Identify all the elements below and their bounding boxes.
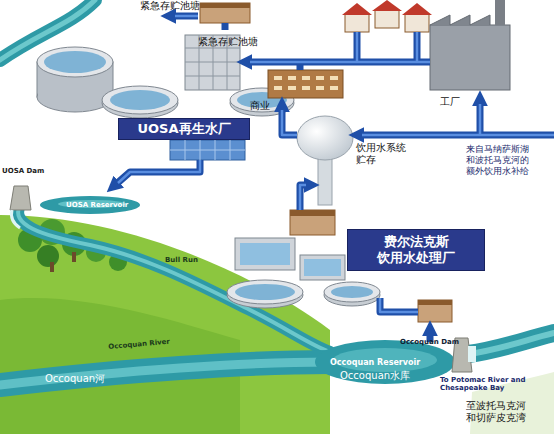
pipes-part-part [477, 100, 484, 135]
pipes-part [118, 16, 554, 312]
reservoirs-part [40, 196, 140, 214]
map-label: UOSA Dam [2, 167, 44, 175]
buildings-part [342, 3, 372, 15]
fairfax-plant-part [300, 255, 345, 280]
pipes-part-part [300, 185, 310, 210]
trees-part [37, 245, 59, 267]
buildings-part [345, 14, 369, 32]
trees-part [72, 252, 76, 262]
buildings-part [495, 0, 505, 25]
buildings-part [290, 210, 335, 216]
fairfax-plant-part [235, 238, 295, 270]
pipes-part-part [282, 110, 297, 135]
buildings-part [402, 3, 432, 15]
fairfax-plant-part [227, 280, 303, 304]
dams [10, 186, 476, 372]
map-label: 至波托马克河 和切萨皮克湾 [466, 400, 536, 424]
buildings-part [200, 3, 250, 23]
fairfax-plant-part [240, 243, 290, 265]
pipes-part-part [356, 32, 359, 62]
fairfax-plant-part [235, 284, 295, 300]
rivers-part [468, 333, 554, 354]
dams-part [11, 210, 20, 228]
pipes-part-part [300, 185, 306, 210]
map-label: Occoquan河 [45, 373, 105, 385]
water-tower [297, 116, 353, 205]
buildings-part [405, 14, 429, 32]
map-label: Occoquan Dam [400, 338, 459, 346]
map-label: Occoquan Reservoir [330, 358, 420, 368]
pipes-part [114, 16, 554, 342]
pipes [114, 16, 554, 342]
pipes-part-part [362, 134, 554, 137]
buildings [200, 0, 510, 322]
buildings-part [200, 3, 250, 8]
pipes-part-part [416, 32, 419, 62]
uosa-plant-part [37, 47, 113, 77]
pipes-part-part [175, 15, 198, 18]
water-tower-part [297, 116, 353, 160]
map-label: To Potomac River and Chesapeake Bay [440, 376, 532, 393]
fairfax-plant-part [324, 282, 380, 302]
buildings-part [375, 10, 399, 28]
rivers-part [0, 362, 330, 385]
buildings-part [372, 0, 402, 11]
pipes-part-part [246, 59, 430, 66]
map-label: UOSA Reservoir [66, 201, 128, 209]
uosa-plant-part [170, 140, 245, 160]
pipes-part-part [250, 61, 430, 64]
rivers-part [18, 205, 330, 352]
rivers-part [18, 205, 330, 352]
box-title: 费尔法克斯 饮用水处理厂 [352, 234, 480, 267]
map-label: 饮用水系统 贮存 [356, 142, 410, 166]
pipes-part-part [479, 104, 482, 135]
buildings-part [430, 25, 510, 90]
buildings-part [418, 300, 452, 322]
fairfax-plant-part [304, 259, 341, 276]
rivers-part [0, 362, 330, 385]
fairfax-plant-part [331, 286, 373, 298]
buildings-part [268, 70, 343, 98]
uosa-plant-part [102, 86, 178, 114]
trees-part [50, 262, 54, 272]
map-label: 工厂 [440, 96, 460, 108]
buildings-part [418, 300, 452, 305]
pipes-part-part [380, 298, 418, 312]
pipes-part-part [414, 32, 421, 62]
map-label: 紧急存贮池塘 [198, 36, 258, 48]
label-box: UOSA再生水厂 [118, 118, 250, 140]
map-label: 商业 [250, 100, 270, 112]
pipes-part-part [114, 160, 200, 186]
label-box: 费尔法克斯 饮用水处理厂 [347, 229, 485, 271]
buildings-part [290, 210, 335, 235]
reservoirs [40, 196, 455, 384]
buildings-part [430, 15, 490, 25]
uosa-plant [37, 35, 294, 160]
rivers [0, 0, 554, 385]
pipes-part-part [222, 23, 229, 30]
uosa-plant-part [170, 140, 245, 160]
pipes-part-part [118, 160, 200, 183]
uosa-plant-part [110, 90, 170, 110]
map-label: 紧急存贮池塘 [140, 0, 200, 12]
buildings-part [274, 78, 338, 88]
pipes-part-part [282, 106, 297, 135]
pipes-part-part [380, 298, 418, 312]
reservoirs-part [315, 340, 455, 384]
map-label: Occoquan水库 [340, 370, 410, 382]
box-title: UOSA再生水厂 [137, 121, 230, 137]
dams-part [10, 186, 31, 210]
dams-part [468, 346, 476, 362]
pipes-part-part [354, 32, 361, 62]
uosa-plant-part [44, 51, 106, 73]
pipes-part-part [358, 132, 554, 139]
map-label: 来自马纳萨斯湖 和波托马克河的 额外饮用水补给 [466, 144, 540, 176]
rivers-part [468, 333, 554, 354]
map-label: Bull Run [165, 256, 198, 264]
pipes-part-part [170, 13, 198, 20]
